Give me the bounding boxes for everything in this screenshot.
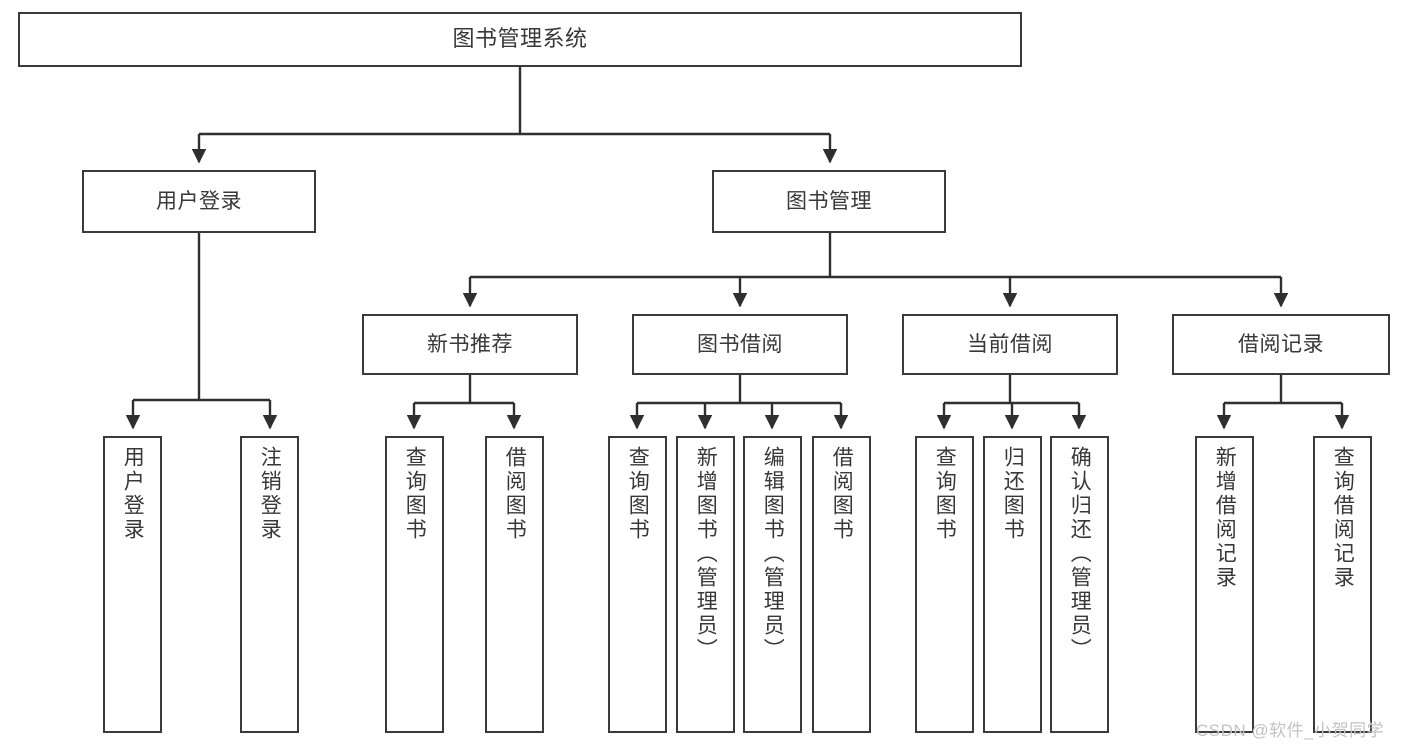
node-leaf-query-book-rec[interactable]: 查询图书 (385, 436, 444, 733)
node-leaf-user-login[interactable]: 用户登录 (103, 436, 162, 733)
node-leaf-edit-book-admin-label: 编辑图书（管理员） (761, 446, 785, 662)
node-leaf-confirm-return-admin[interactable]: 确认归还（管理员） (1050, 436, 1109, 733)
node-borrow-record[interactable]: 借阅记录 (1172, 314, 1390, 375)
node-borrow-record-label: 借阅记录 (1238, 332, 1324, 356)
node-leaf-add-borrow-record[interactable]: 新增借阅记录 (1195, 436, 1254, 733)
node-current-borrow-label: 当前借阅 (967, 332, 1053, 356)
csdn-watermark: CSDN @软件_小贺同学 (1196, 721, 1385, 740)
node-leaf-borrow-book-rec-label: 借阅图书 (503, 446, 527, 542)
node-leaf-add-book-admin-label: 新增图书（管理员） (694, 446, 718, 662)
node-leaf-borrow-book-bor[interactable]: 借阅图书 (812, 436, 871, 733)
node-user-login[interactable]: 用户登录 (82, 170, 316, 233)
node-leaf-add-book-admin[interactable]: 新增图书（管理员） (676, 436, 735, 733)
node-book-borrow-label: 图书借阅 (697, 332, 783, 356)
node-current-borrow[interactable]: 当前借阅 (902, 314, 1118, 375)
node-leaf-user-logout-label: 注销登录 (258, 446, 282, 542)
node-new-book-recommend[interactable]: 新书推荐 (362, 314, 578, 375)
node-leaf-user-login-label: 用户登录 (121, 446, 145, 542)
node-leaf-edit-book-admin[interactable]: 编辑图书（管理员） (743, 436, 802, 733)
node-leaf-confirm-return-admin-label: 确认归还（管理员） (1068, 446, 1092, 662)
node-root[interactable]: 图书管理系统 (18, 12, 1022, 67)
node-leaf-query-book-bor-label: 查询图书 (626, 446, 650, 542)
node-leaf-query-book-rec-label: 查询图书 (403, 446, 427, 542)
node-new-book-recommend-label: 新书推荐 (427, 332, 513, 356)
node-leaf-add-borrow-record-label: 新增借阅记录 (1213, 446, 1237, 590)
node-leaf-return-book-label: 归还图书 (1001, 446, 1025, 542)
node-root-label: 图书管理系统 (452, 26, 588, 52)
node-leaf-user-logout[interactable]: 注销登录 (240, 436, 299, 733)
node-leaf-borrow-book-rec[interactable]: 借阅图书 (485, 436, 544, 733)
node-book-borrow[interactable]: 图书借阅 (632, 314, 848, 375)
node-leaf-query-book-cur[interactable]: 查询图书 (915, 436, 974, 733)
node-leaf-borrow-book-bor-label: 借阅图书 (830, 446, 854, 542)
node-leaf-query-book-bor[interactable]: 查询图书 (608, 436, 667, 733)
node-user-login-label: 用户登录 (156, 189, 242, 213)
node-book-manage-label: 图书管理 (786, 189, 872, 213)
node-leaf-query-book-cur-label: 查询图书 (933, 446, 957, 542)
node-book-manage[interactable]: 图书管理 (712, 170, 946, 233)
node-leaf-query-borrow-record[interactable]: 查询借阅记录 (1313, 436, 1372, 733)
node-leaf-return-book[interactable]: 归还图书 (983, 436, 1042, 733)
node-leaf-query-borrow-record-label: 查询借阅记录 (1331, 446, 1355, 590)
